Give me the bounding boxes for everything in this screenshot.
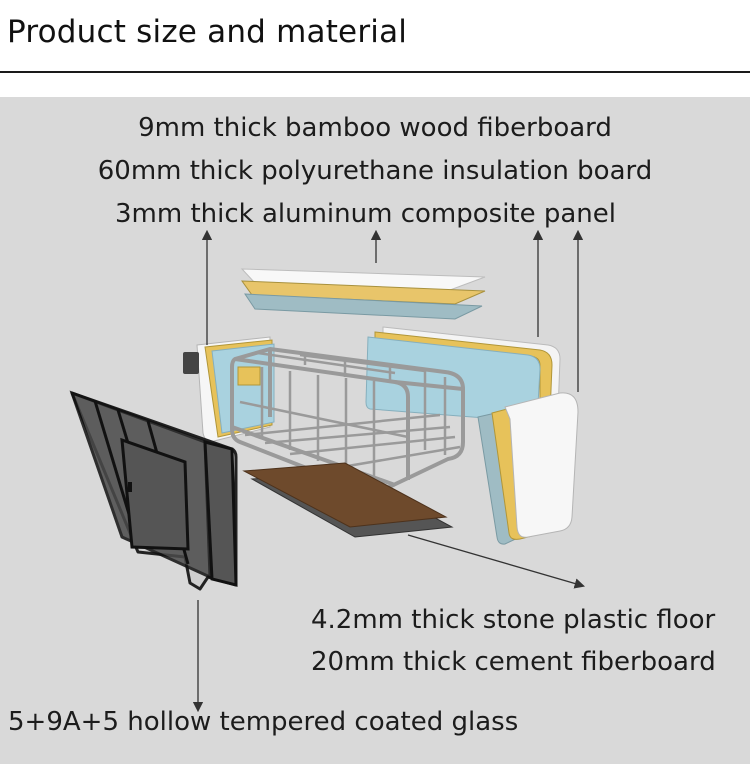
label-aluminum-panel: 3mm thick aluminum composite panel [115,199,617,229]
exploded-view-illustration [69,229,585,713]
right-side-panel [477,392,579,545]
glass-door [69,390,238,591]
page-header: Product size and material [0,0,750,73]
roof-layers [240,268,486,320]
label-polyurethane-board: 60mm thick polyurethane insulation board [97,156,653,186]
floor-layers [242,462,454,538]
label-stone-plastic-floor: 4.2mm thick stone plastic floor [311,605,716,635]
page-title: Product size and material [7,14,408,50]
exploded-view-diagram: 9mm thick bamboo wood fiberboard 60mm th… [0,97,750,764]
leader-lines [192,229,585,713]
label-cement-fiberboard: 20mm thick cement fiberboard [311,647,716,677]
label-bamboo-fiberboard: 9mm thick bamboo wood fiberboard [138,113,612,143]
label-tempered-glass: 5+9A+5 hollow tempered coated glass [8,707,519,737]
header-divider [0,71,750,73]
